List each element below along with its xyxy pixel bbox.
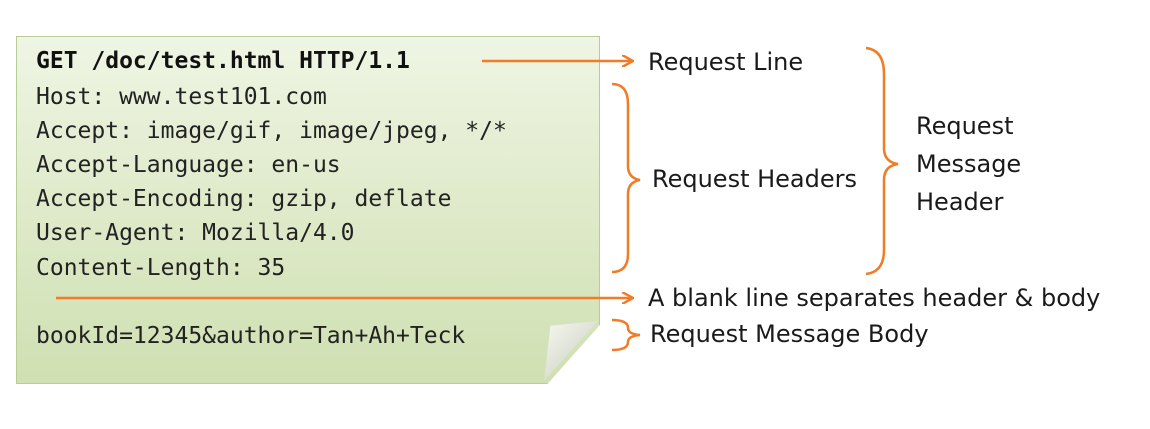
label-request-line: Request Line <box>648 48 804 76</box>
header-accept-encoding: Accept-Encoding: gzip, deflate <box>36 186 452 212</box>
message-body-brace <box>611 318 641 352</box>
label-message-header-2: Message <box>916 150 1022 178</box>
label-message-header-3: Header <box>916 188 1004 216</box>
header-user-agent: User-Agent: Mozilla/4.0 <box>36 220 355 246</box>
request-note-card <box>16 36 600 384</box>
label-request-headers: Request Headers <box>652 165 858 193</box>
header-host: Host: www.test101.com <box>36 84 327 110</box>
header-content-length: Content-Length: 35 <box>36 255 286 281</box>
request-line-text: GET /doc/test.html HTTP/1.1 <box>36 48 410 74</box>
label-message-body: Request Message Body <box>650 320 929 348</box>
label-blank-line: A blank line separates header & body <box>648 284 1101 312</box>
header-accept: Accept: image/gif, image/jpeg, */* <box>36 118 507 144</box>
header-accept-language: Accept-Language: en-us <box>36 152 341 178</box>
message-header-brace <box>865 46 899 276</box>
request-body-text: bookId=12345&author=Tan+Ah+Teck <box>36 323 466 349</box>
label-message-header-1: Request <box>916 112 1014 140</box>
request-headers-brace <box>611 82 641 274</box>
